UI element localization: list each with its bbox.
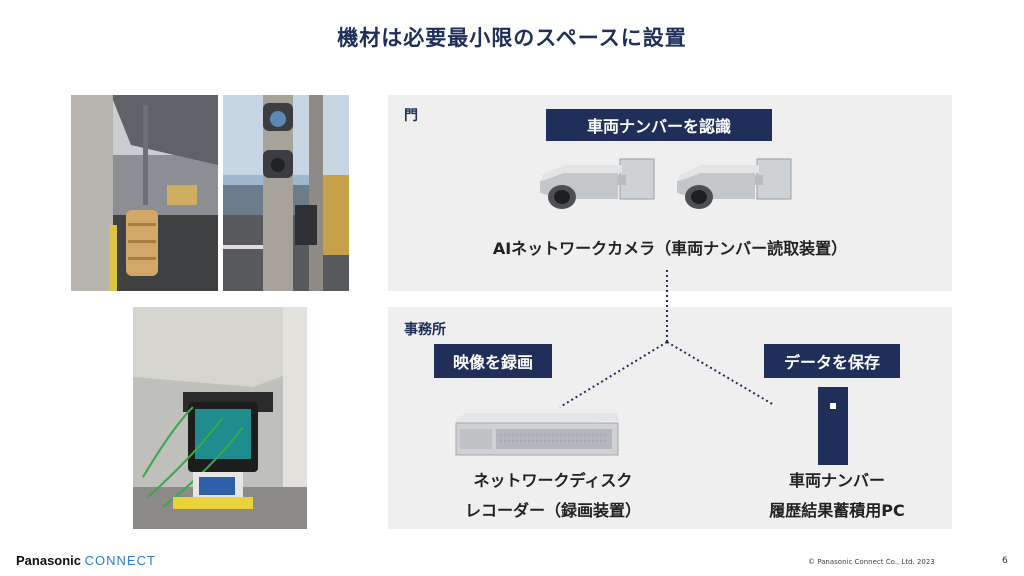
office-photo [133, 307, 307, 529]
copyright-text: © Panasonic Connect Co., Ltd. 2023 [808, 558, 935, 566]
recognize-plate-tag: 車両ナンバーを認識 [546, 109, 772, 141]
gate-panel-label: 門 [404, 108, 418, 124]
recorder-caption-line1: ネットワークディスク [473, 471, 633, 490]
record-video-tag: 映像を録画 [434, 344, 552, 378]
save-data-tag: データを保存 [764, 344, 900, 378]
ai-camera-icon [540, 158, 655, 209]
office-panel: 事務所 映像を録画 データを保存 ネットワークディスク レコーダー（録画装置） … [388, 307, 952, 529]
network-disk-recorder-icon [455, 413, 619, 456]
ai-camera-caption: AIネットワークカメラ（車両ナンバー読取装置） [492, 239, 848, 258]
office-panel-label: 事務所 [404, 322, 446, 338]
brand-accent: CONNECT [84, 553, 156, 568]
slide-title: 機材は必要最小限のスペースに設置 [337, 26, 687, 50]
pc-tower-icon [818, 387, 848, 465]
recorder-caption-line2: レコーダー（録画装置） [464, 501, 641, 520]
brand-name: Panasonic [16, 553, 82, 568]
pc-caption-line1: 車両ナンバー [788, 471, 885, 490]
panasonic-connect-logo: Panasonic CONNECT [16, 553, 156, 568]
gate-photo-right [223, 95, 349, 291]
pc-caption-line2: 履歴結果蓄積用PC [769, 501, 905, 520]
ai-camera-icon [677, 158, 792, 209]
page-number: 6 [1002, 556, 1008, 566]
gate-photo-left [71, 95, 218, 291]
gate-panel: 門 車両ナンバーを認識 AIネットワークカメラ（車両ナンバー読取装置） [388, 95, 952, 291]
